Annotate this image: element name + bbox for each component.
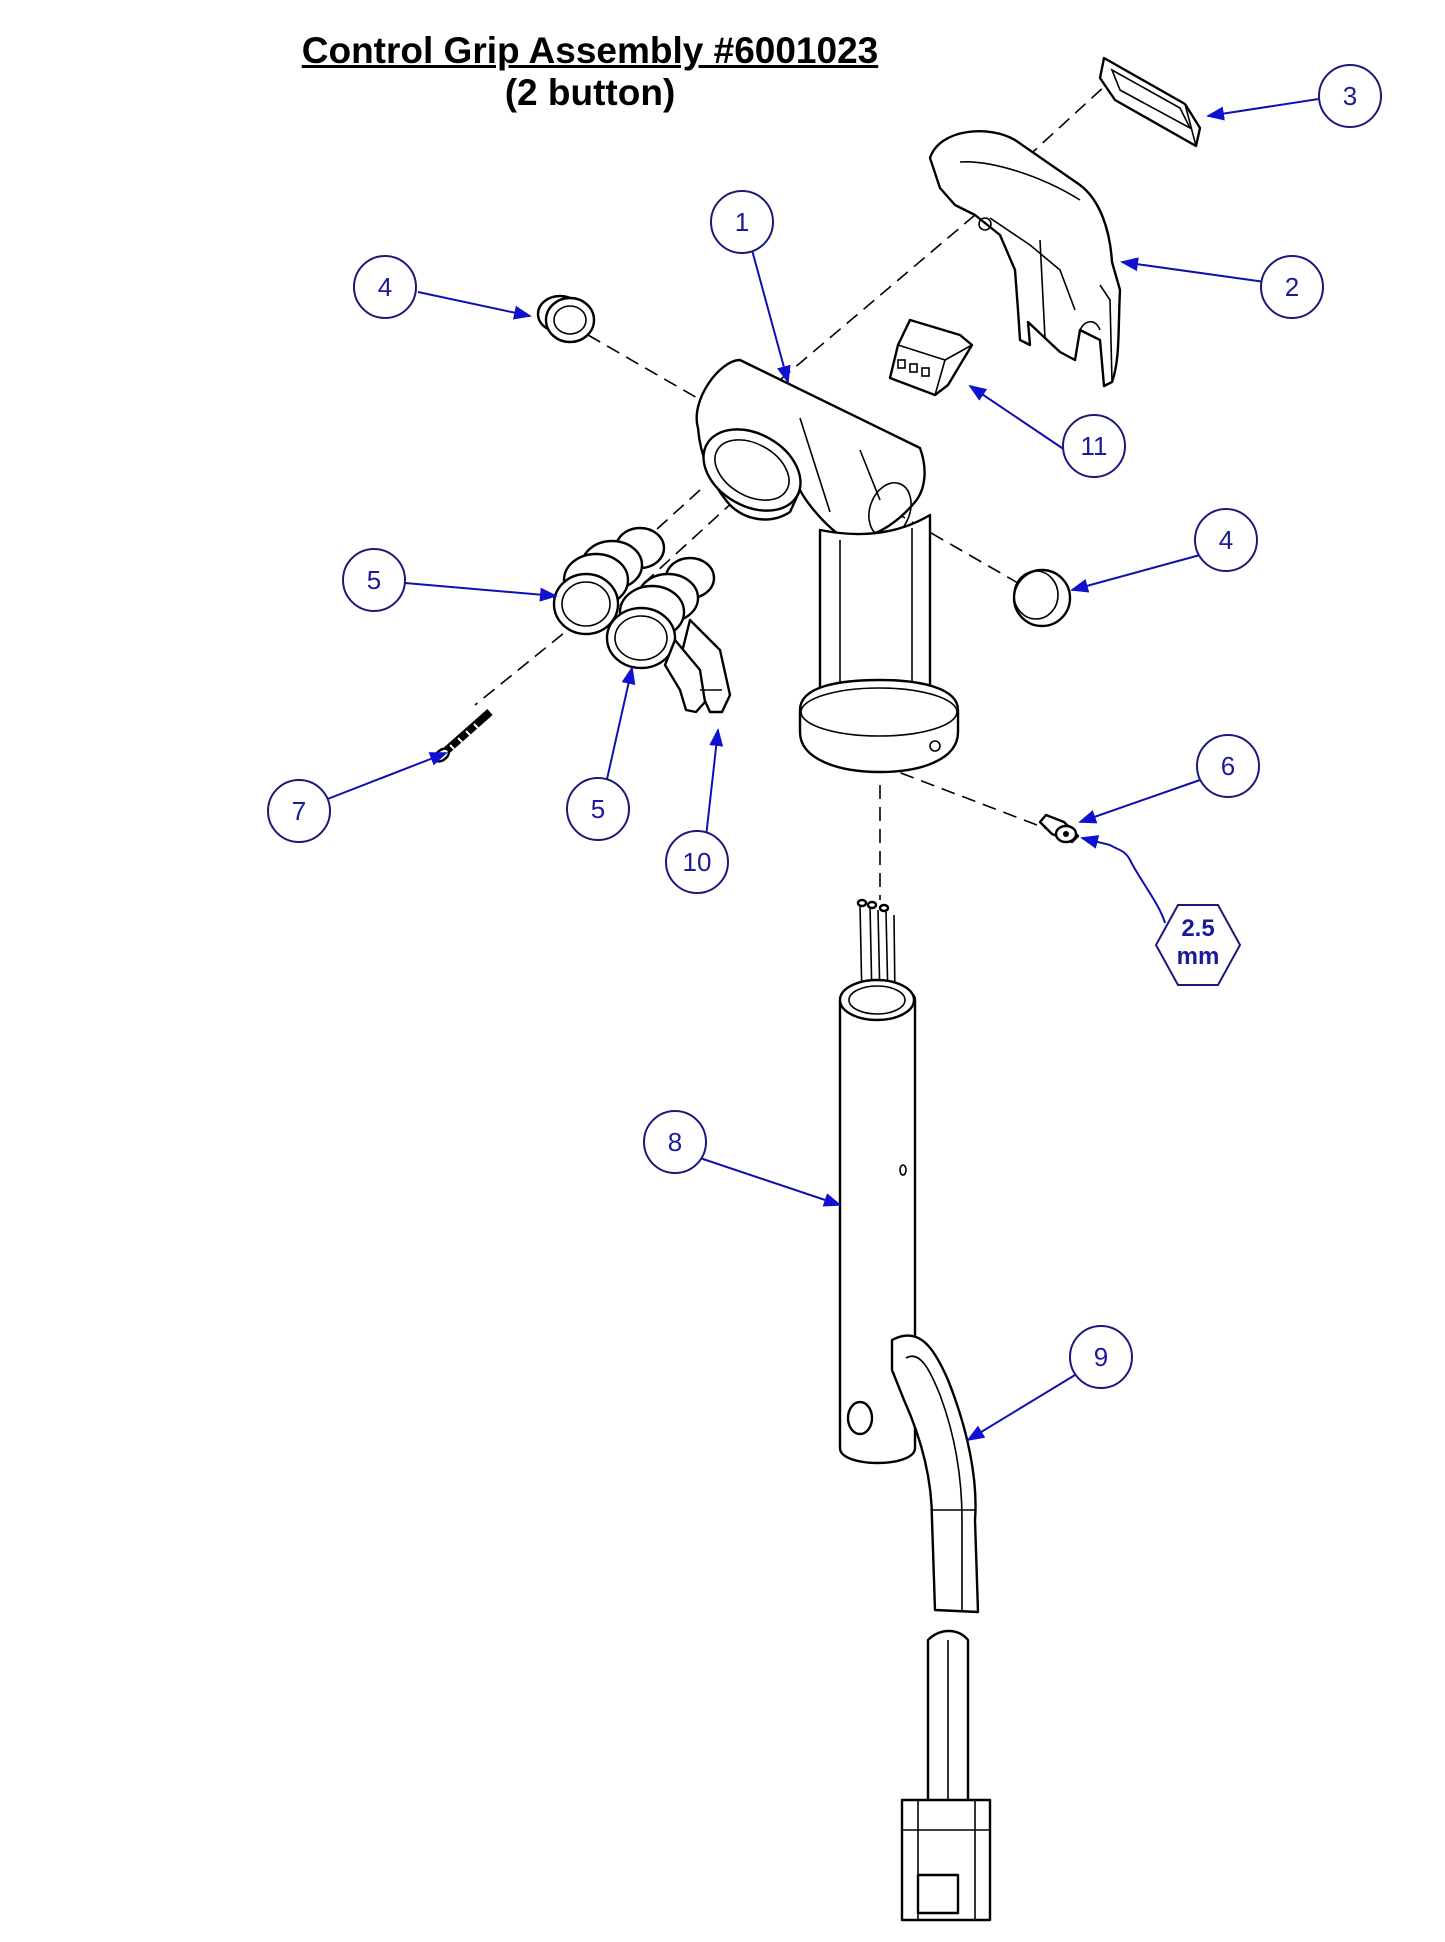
svg-text:2: 2 — [1285, 272, 1299, 302]
callout-5-upper: 5 — [342, 548, 406, 612]
part-1-grip-body — [695, 358, 960, 774]
part-5-button-lower — [605, 556, 716, 670]
svg-text:11: 11 — [1081, 431, 1108, 461]
title-line-1: Control Grip Assembly #6001023 — [301, 30, 879, 71]
leader-lines — [324, 97, 1326, 1442]
callout-5-lower: 5 — [566, 777, 630, 841]
part-6-set-screw — [1038, 813, 1080, 844]
svg-text:7: 7 — [292, 796, 306, 826]
hex-note-unit: mm — [1177, 943, 1220, 970]
callout-4-right: 4 — [1194, 508, 1258, 572]
svg-text:10: 10 — [683, 847, 712, 877]
svg-text:8: 8 — [668, 1127, 682, 1157]
callout-1: 1 — [710, 190, 774, 254]
callout-4-left: 4 — [353, 255, 417, 319]
part-3-lens — [1098, 56, 1202, 148]
svg-text:4: 4 — [1219, 525, 1233, 555]
svg-text:3: 3 — [1343, 81, 1357, 111]
callout-9: 9 — [1069, 1325, 1133, 1389]
part-2-trigger-housing — [928, 130, 1122, 388]
svg-text:6: 6 — [1221, 751, 1235, 781]
part-7-screw — [433, 709, 493, 763]
part-4-plug-cap-left — [536, 294, 596, 344]
hex-note-size: 2.5 — [1181, 915, 1214, 942]
svg-text:5: 5 — [591, 794, 605, 824]
callout-11: 11 — [1062, 414, 1126, 478]
svg-text:1: 1 — [735, 207, 749, 237]
part-11-connector — [888, 318, 974, 397]
part-4-plug-cap-right — [1012, 568, 1072, 628]
callout-2: 2 — [1260, 255, 1324, 319]
title-line-2: (2 button) — [504, 72, 676, 113]
part-5-button-upper — [552, 526, 666, 636]
callout-3: 3 — [1318, 64, 1382, 128]
callout-6: 6 — [1196, 734, 1260, 798]
svg-text:9: 9 — [1094, 1342, 1108, 1372]
callout-10: 10 — [665, 830, 729, 894]
hex-wrench-note: 2.5 mm — [1154, 904, 1242, 986]
callout-8: 8 — [643, 1110, 707, 1174]
part-9-cable — [890, 1334, 992, 1922]
diagram-title: Control Grip Assembly #6001023 (2 button… — [270, 30, 910, 114]
part-10-switch-leads — [663, 618, 732, 714]
callout-7: 7 — [267, 779, 331, 843]
svg-text:4: 4 — [378, 272, 392, 302]
svg-text:5: 5 — [367, 565, 381, 595]
